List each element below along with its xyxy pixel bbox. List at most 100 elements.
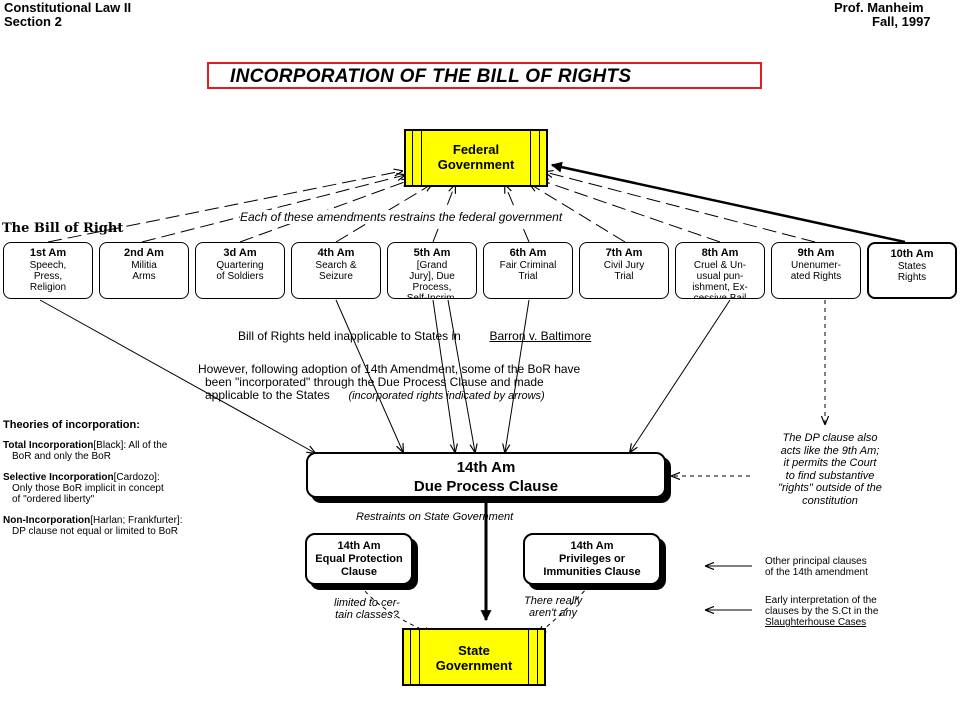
title-frame	[207, 62, 762, 89]
amendment-desc: Militia Arms	[131, 260, 157, 282]
amendment-10th: 10th Am States Rights	[867, 242, 957, 299]
amendment-2nd: 2nd Am Militia Arms	[99, 242, 189, 299]
arrow-5th-to-dp	[432, 299, 455, 452]
restrains-federal-note: Each of these amendments restrains the f…	[240, 210, 563, 224]
line-2nd-to-federal	[141, 175, 405, 243]
other-clauses-note: Other principal clauses of the 14th amen…	[765, 556, 868, 578]
amendment-5th: 5th Am [Grand Jury], Due Process, Self-I…	[387, 242, 477, 299]
theory-total-text2: BoR and only the BoR	[12, 451, 111, 462]
barron-note: Bill of Rights held inapplicable to Stat…	[238, 329, 591, 343]
early-line3: Slaughterhouse Cases	[765, 617, 867, 628]
state-line2: Government	[435, 658, 513, 673]
amendment-name: 2nd Am	[124, 247, 164, 259]
federal-line2: Government	[437, 157, 515, 172]
bill-of-rights-label: The Bill of Right	[2, 221, 124, 236]
limited-note: limited to cer- tain classes?	[334, 597, 400, 621]
federal-government-box: Federal Government	[404, 129, 548, 187]
arrow-1st-to-dp	[39, 299, 315, 453]
however-line3-text: applicable to the States	[205, 388, 330, 402]
line-1st-to-federal	[47, 171, 402, 243]
amendment-name: 8th Am	[701, 247, 739, 259]
line-7th-to-federal	[530, 184, 626, 243]
there-really-line1: There really	[524, 595, 583, 607]
dp-note-line1: The DP clause also	[782, 432, 878, 444]
theory-total-label: Total Incorporation	[3, 440, 94, 451]
however-line1: However, following adoption of 14th Amen…	[198, 362, 581, 376]
theory-non-who: [Harlan; Frankfurter]:	[90, 515, 183, 526]
amendment-name: 9th Am	[797, 247, 835, 259]
early-line1: Early interpretation of the	[765, 595, 877, 606]
limited-line1: limited to cer-	[334, 597, 400, 609]
amendment-name: 4th Am	[317, 247, 355, 259]
theory-selective: Selective Incorporation[Cardozo]:	[3, 472, 160, 483]
state-government-box: State Government	[402, 628, 546, 686]
course-title: Constitutional Law II	[4, 0, 132, 15]
line-8th-to-federal	[540, 180, 721, 243]
theory-selective-label: Selective Incorporation	[3, 472, 114, 483]
there-really-line2: aren't any	[529, 607, 578, 619]
amendment-desc: States Rights	[897, 261, 927, 283]
amendment-name: 6th Am	[509, 247, 547, 259]
arrow-5th-b-to-dp	[447, 299, 475, 452]
page-title: INCORPORATION OF THE BILL OF RIGHTS	[230, 66, 632, 87]
amendment-6th: 6th Am Fair Criminal Trial	[483, 242, 573, 299]
pi-line2: Privileges or	[558, 553, 626, 565]
state-line1: State	[458, 643, 490, 658]
limited-line2: tain classes?	[335, 609, 399, 621]
amendment-4th: 4th Am Search & Seizure	[291, 242, 381, 299]
privileges-immunities-box: 14th Am Privileges or Immunities Clause	[523, 533, 661, 585]
however-line2: been "incorporated" through the Due Proc…	[205, 375, 544, 389]
theory-non: Non-Incorporation[Harlan; Frankfurter]:	[3, 515, 182, 526]
amendment-desc: Cruel & Un- usual pun- ishment, Ex- cess…	[692, 260, 748, 299]
theory-selective-text1: Only those BoR implicit in concept	[12, 483, 164, 494]
amendment-desc: Fair Criminal Trial	[499, 260, 557, 282]
amendment-desc: [Grand Jury], Due Process, Self-Incrim,	[406, 260, 458, 299]
amendment-desc: Speech, Press, Religion	[29, 260, 67, 293]
line-10th-to-federal	[550, 161, 906, 244]
line-9th-to-federal	[545, 172, 816, 243]
dp-note-line3: it permits the Court	[783, 457, 877, 469]
equal-protection-box: 14th Am Equal Protection Clause	[305, 533, 413, 585]
early-interp-note: Early interpretation of the clauses by t…	[765, 595, 878, 628]
course-section: Section 2	[4, 14, 62, 29]
dp-line2: Due Process Clause	[413, 478, 559, 495]
barron-text: Bill of Rights held inapplicable to Stat…	[238, 329, 461, 343]
amendment-name: 7th Am	[605, 247, 643, 259]
barron-case: Barron v. Baltimore	[489, 329, 592, 343]
other-line2: of the 14th amendment	[765, 567, 868, 578]
however-line3-note: (incorporated rights indicated by arrows…	[348, 390, 545, 402]
however-line3: applicable to the States (incorporated r…	[205, 388, 545, 403]
theories-heading: Theories of incorporation:	[3, 419, 140, 431]
ep-line3: Clause	[340, 566, 378, 578]
arrow-4th-to-dp	[335, 299, 403, 452]
due-process-clause-box: 14th Am Due Process Clause	[306, 452, 666, 498]
amendment-desc: Unenumer- ated Rights	[790, 260, 842, 282]
amendment-8th: 8th Am Cruel & Un- usual pun- ishment, E…	[675, 242, 765, 299]
amendment-9th: 9th Am Unenumer- ated Rights	[771, 242, 861, 299]
theory-total: Total Incorporation[Black]: All of the	[3, 440, 167, 451]
amendment-desc: Search & Seizure	[315, 260, 357, 282]
pi-line3: Immunities Clause	[543, 566, 641, 578]
amendment-1st: 1st Am Speech, Press, Religion	[3, 242, 93, 299]
dp-note-line2: acts like the 9th Am;	[780, 444, 880, 457]
theory-total-who: [Black]:	[93, 440, 127, 451]
theory-non-label: Non-Incorporation	[3, 515, 91, 526]
dp-note-line6: constitution	[802, 494, 858, 507]
amendment-name: 3d Am	[223, 247, 257, 259]
dp-note-line5: "rights" outside of the	[778, 482, 882, 494]
theory-non-text1: DP clause not equal or limited to BoR	[12, 526, 179, 537]
other-line1: Other principal clauses	[765, 556, 867, 567]
federal-line1: Federal	[452, 142, 500, 157]
theory-selective-who: [Cardozo]:	[113, 472, 160, 483]
professor-name: Prof. Manheim	[834, 0, 924, 15]
arrow-6th-to-dp	[505, 299, 530, 452]
amendment-name: 5th Am	[413, 247, 451, 259]
course-term: Fall, 1997	[872, 14, 931, 29]
ep-line2: Equal Protection	[315, 553, 403, 565]
dp-note-line4: to find substantive	[785, 469, 875, 482]
pi-line1: 14th Am	[570, 540, 614, 552]
amendment-name: 10th Am	[890, 248, 934, 260]
dp-line1: 14th Am	[456, 459, 516, 476]
amendment-name: 1st Am	[29, 247, 67, 259]
restraints-state-note: Restraints on State Government	[356, 511, 514, 523]
